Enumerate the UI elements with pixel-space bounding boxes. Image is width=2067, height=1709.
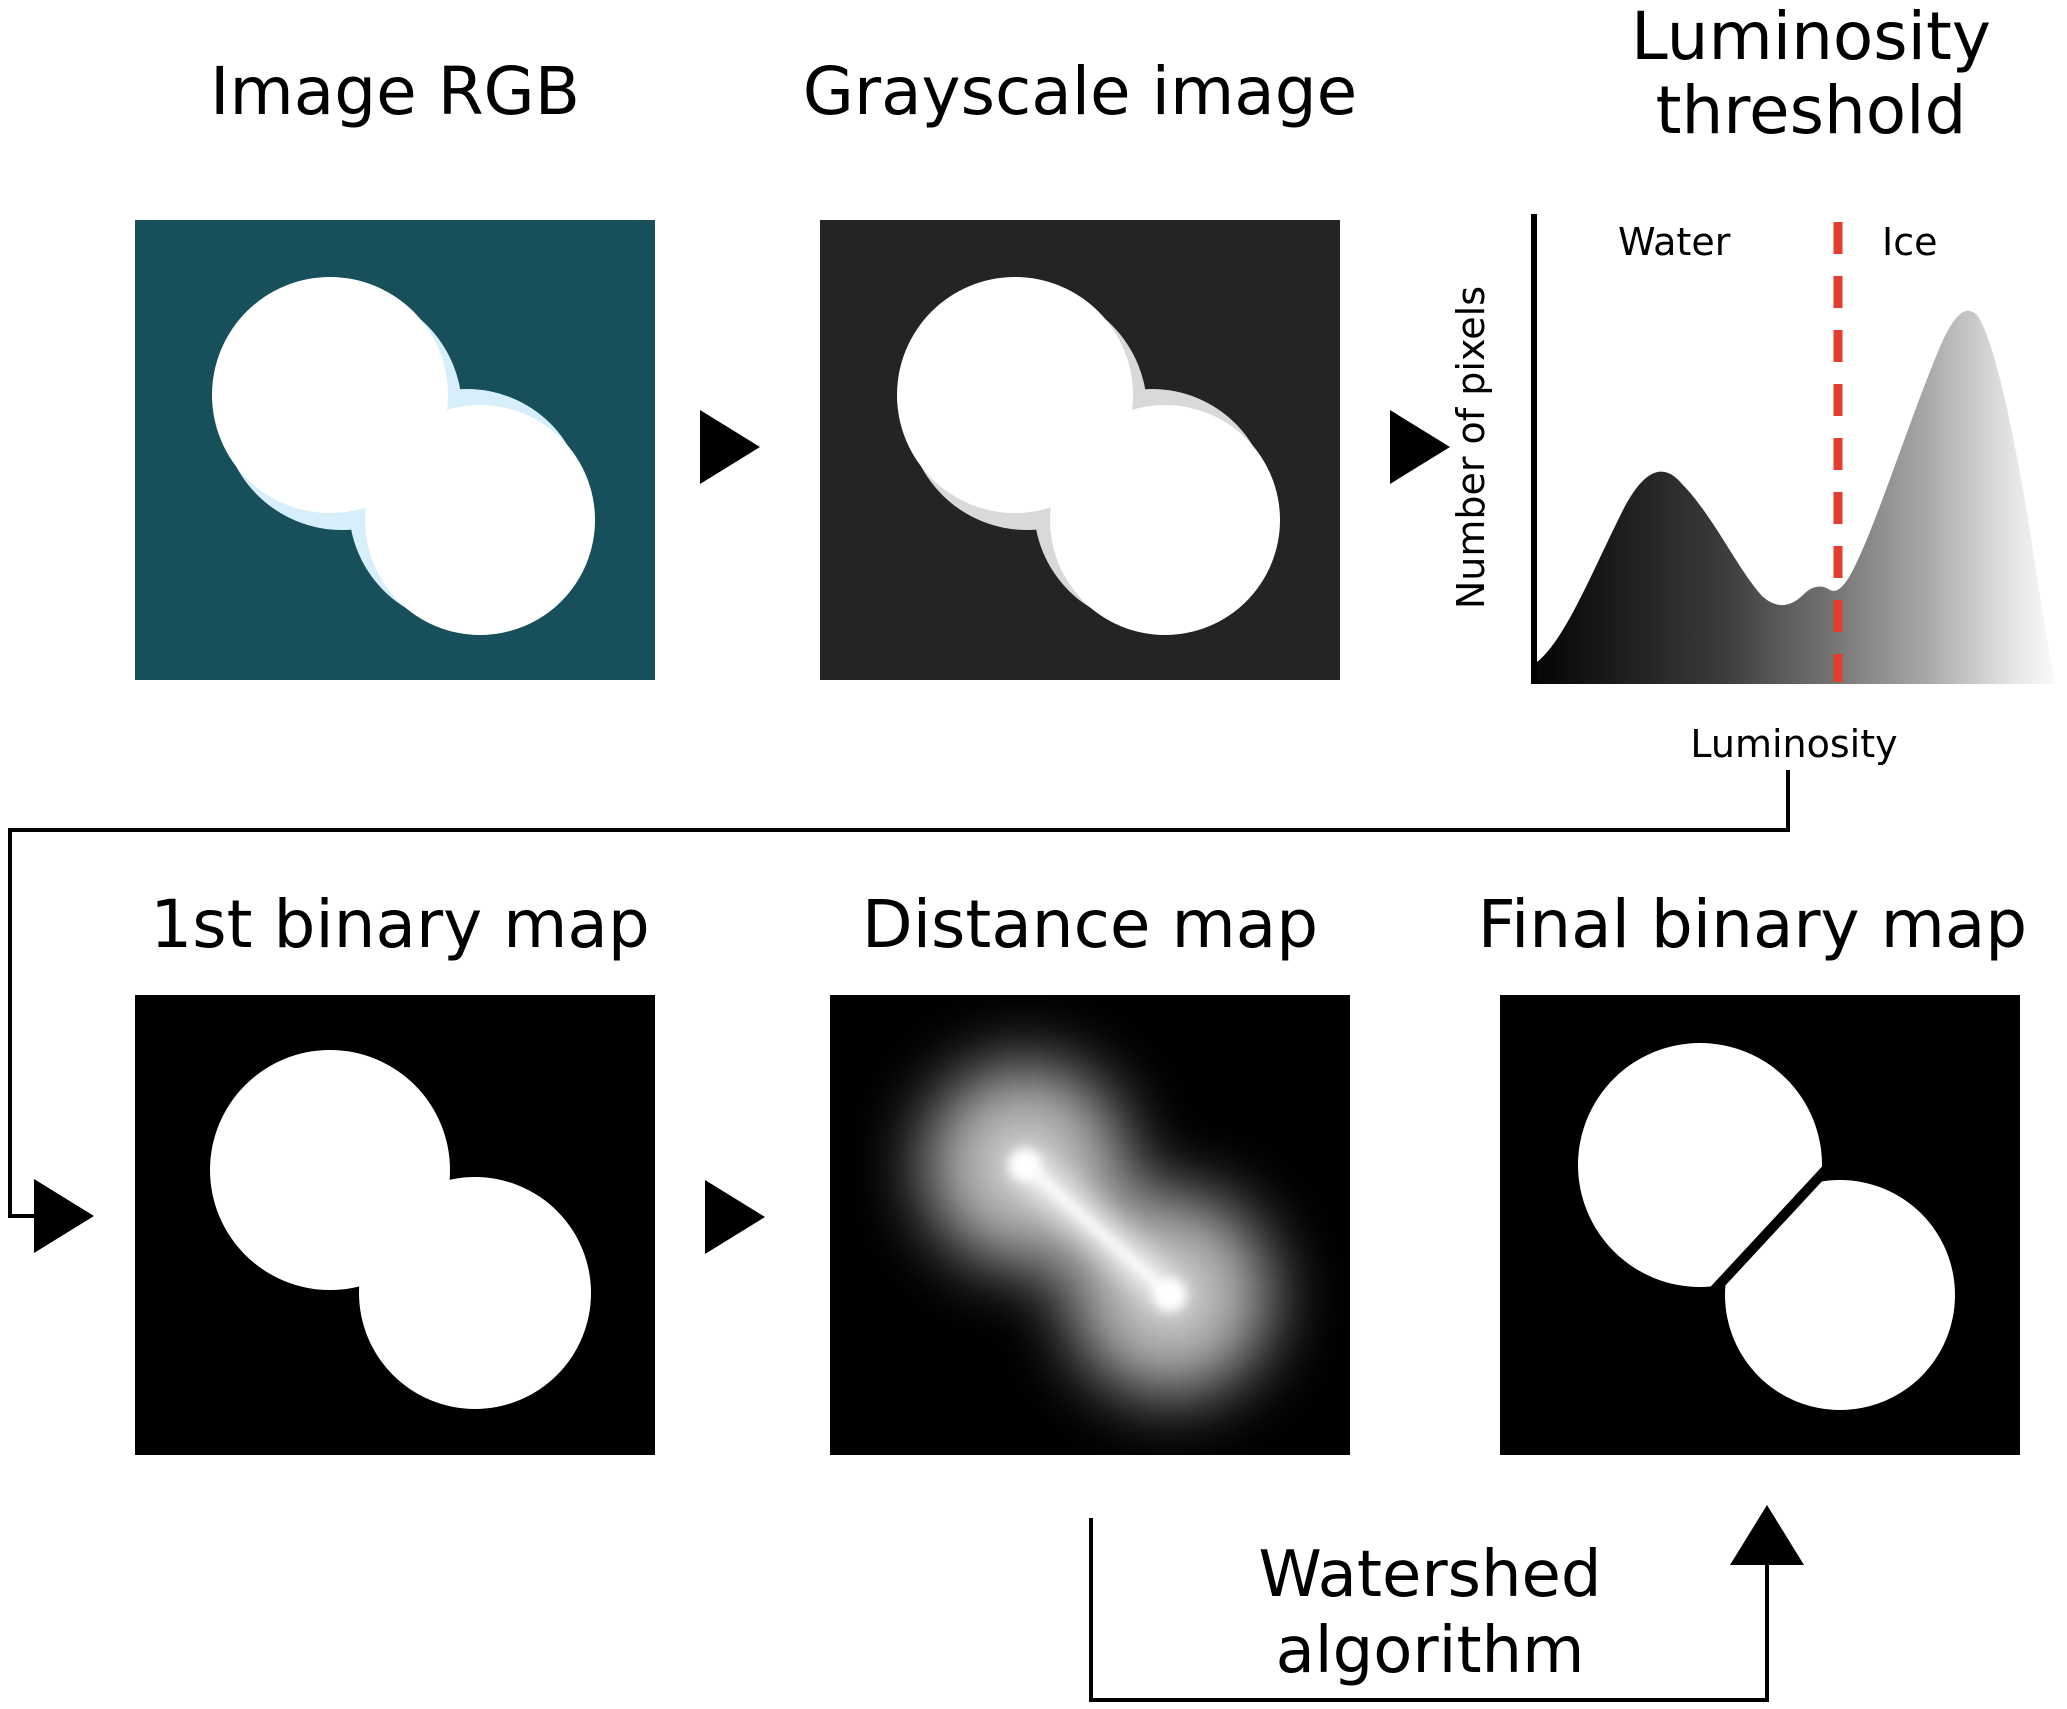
final-binary-illustration (1500, 995, 2020, 1455)
connector-line (8, 828, 12, 1218)
rgb-floes-illustration (135, 220, 655, 680)
title-luminosity-line2: threshold (1655, 71, 1967, 149)
ice-label: Ice (1882, 220, 1938, 264)
histogram-y-axis-label: Number of pixels (1448, 212, 1494, 684)
luminosity-histogram: Water Ice (1530, 212, 2058, 684)
arrow-right-icon (700, 410, 760, 484)
watershed-algorithm-label: Watershed algorithm (1160, 1538, 1700, 1689)
connector-line (8, 1214, 38, 1218)
arrow-right-icon (705, 1180, 765, 1254)
title-final-binary: Final binary map (1477, 886, 2028, 963)
panel-first-binary (135, 995, 655, 1455)
connector-line (1765, 1562, 1769, 1702)
arrow-right-icon (1390, 410, 1450, 484)
connector-line (1089, 1698, 1769, 1702)
histogram-x-axis-label: Luminosity (1690, 722, 1898, 766)
panel-distance (830, 995, 1350, 1455)
title-luminosity-threshold: Luminosity threshold (1555, 0, 2067, 148)
y-axis-label-text: Number of pixels (1449, 286, 1493, 610)
connector-line (8, 828, 1790, 832)
watershed-line2: algorithm (1275, 1613, 1585, 1688)
panel-grayscale (820, 220, 1340, 680)
distance-map-illustration (830, 995, 1350, 1455)
title-image-rgb: Image RGB (210, 53, 580, 130)
histogram-plot (1531, 214, 2056, 684)
title-first-binary: 1st binary map (150, 886, 650, 963)
title-luminosity-line1: Luminosity (1631, 0, 1991, 75)
connector-line (1089, 1518, 1093, 1702)
grayscale-floes-illustration (820, 220, 1340, 680)
water-label: Water (1618, 220, 1731, 264)
title-grayscale: Grayscale image (802, 53, 1358, 130)
panel-image-rgb (135, 220, 655, 680)
arrow-up-icon (1730, 1505, 1804, 1565)
panel-final-binary (1500, 995, 2020, 1455)
connector-line (1786, 770, 1790, 832)
title-distance: Distance map (861, 886, 1319, 963)
first-binary-illustration (135, 995, 655, 1455)
watershed-line1: Watershed (1258, 1538, 1602, 1612)
arrow-right-icon (34, 1179, 94, 1253)
